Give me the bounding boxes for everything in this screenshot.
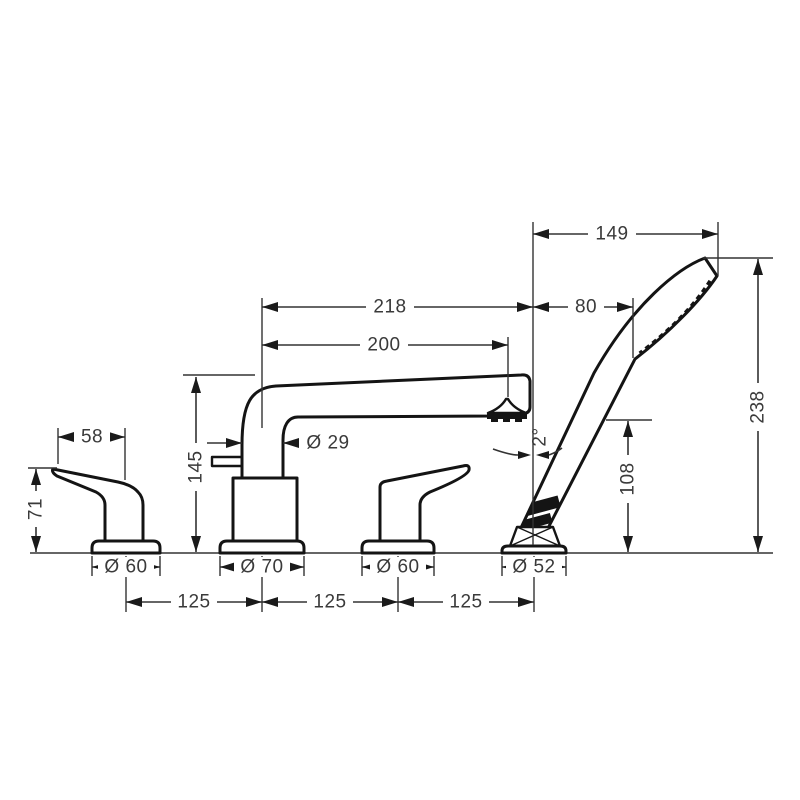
dim-dia-60-right-label: Ø 60 — [376, 557, 419, 578]
holder-crosshatch — [509, 526, 561, 547]
dim-dia-52: Ø 52 — [506, 557, 562, 578]
dim-58: 58 — [74, 427, 110, 448]
dim-71-box — [26, 491, 46, 527]
dim-108-label: 108 — [618, 462, 639, 495]
dim-218: 218 — [366, 297, 414, 318]
dim-200-box — [360, 335, 408, 355]
aerator-face — [487, 413, 527, 422]
dim-dia-60-left-label: Ø 60 — [104, 557, 147, 578]
dim-200: 200 — [360, 335, 408, 356]
dim-218-box — [366, 297, 414, 317]
dim-dia-70-box — [234, 557, 290, 577]
dim-238-label: 238 — [748, 390, 769, 423]
dim-125-right: 125 — [443, 592, 489, 613]
dim-58-box — [74, 427, 110, 447]
spout-body — [240, 373, 532, 480]
diverter-pull-rod — [210, 455, 244, 468]
dim-80-box — [568, 297, 604, 317]
dim-149: 149 — [588, 224, 636, 245]
dim-145-box — [186, 443, 206, 491]
spout-column — [231, 476, 299, 543]
dim-dia-60-right-box — [370, 557, 426, 577]
dim-200-label: 200 — [367, 335, 400, 356]
dim-71: 71 — [26, 491, 47, 527]
dim-dia-70-label: Ø 70 — [240, 557, 283, 578]
dim-angle-2deg-label: 2° — [530, 427, 551, 446]
spout-escutcheon — [218, 539, 306, 555]
dim-125-left-box — [171, 592, 217, 612]
extension-lines — [28, 222, 773, 612]
grip-band-2 — [519, 512, 553, 532]
dim-145: 145 — [186, 443, 207, 491]
dim-angle-2deg: 2° — [530, 427, 551, 446]
dim-125-right-box — [443, 592, 489, 612]
dim-125-middle: 125 — [307, 592, 353, 613]
dim-108: 108 — [618, 455, 639, 503]
left-handle-lever — [51, 467, 145, 543]
dim-145-label: 145 — [186, 450, 207, 483]
dim-80: 80 — [568, 297, 604, 318]
dim-238: 238 — [748, 383, 769, 431]
dim-149-label: 149 — [595, 224, 628, 245]
dim-218-label: 218 — [373, 297, 406, 318]
dim-125-middle-box — [307, 592, 353, 612]
dim-238-box — [748, 383, 768, 431]
right-handle-escutcheon — [360, 539, 436, 555]
dim-71-label: 71 — [26, 498, 47, 520]
product-views — [30, 256, 773, 555]
right-handle-lever — [378, 464, 471, 543]
dim-149-box — [588, 224, 636, 244]
dim-dia-70: Ø 70 — [234, 557, 290, 578]
dim-125-left: 125 — [171, 592, 217, 613]
dim-dia-29-label: Ø 29 — [306, 433, 349, 454]
dimension-annotations: 149 218 80 200 58 Ø 29 71 145 — [26, 222, 773, 613]
dim-dia-60-left: Ø 60 — [98, 557, 154, 578]
dim-108-box — [618, 455, 638, 503]
dim-58-label: 58 — [81, 427, 103, 448]
dim-dia-52-box — [506, 557, 562, 577]
dim-125-left-label: 125 — [177, 592, 210, 613]
dim-125-middle-label: 125 — [313, 592, 346, 613]
dim-80-label: 80 — [575, 297, 597, 318]
dim-dia-60-left-box — [98, 557, 154, 577]
left-handle-escutcheon — [90, 539, 162, 555]
dim-dia-52-label: Ø 52 — [512, 557, 555, 578]
dim-125-right-label: 125 — [449, 592, 482, 613]
dim-dia-60-right: Ø 60 — [370, 557, 426, 578]
holder-escutcheon — [500, 544, 568, 555]
dim-dia-29: Ø 29 — [306, 433, 349, 454]
